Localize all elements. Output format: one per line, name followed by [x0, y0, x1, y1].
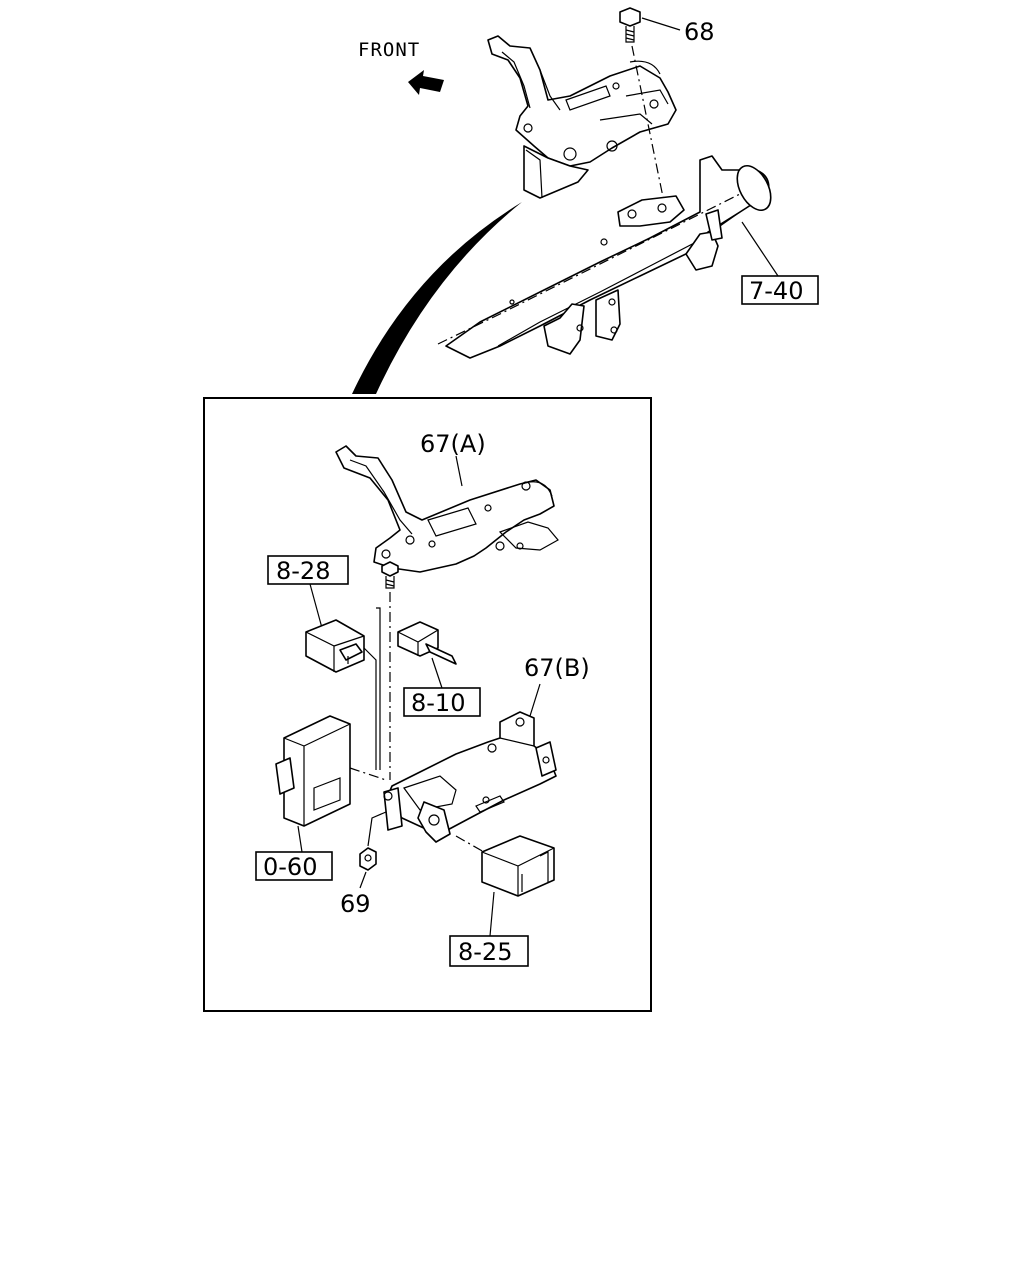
- bolt-alignment-line: [631, 45, 665, 203]
- nut-69: [359, 847, 377, 871]
- ref-box-8-28: [267, 555, 349, 585]
- detail-pointer: [352, 202, 522, 394]
- ref-box-7-40: [741, 275, 819, 305]
- leader-0-60: [297, 825, 303, 853]
- relay-8-25-alignment-line: [455, 835, 485, 853]
- module-0-60: [275, 715, 351, 827]
- leader-8-25: [489, 891, 495, 937]
- relay-wire: [363, 647, 377, 770]
- label-69: 69: [340, 890, 371, 918]
- ref-box-8-10: [403, 687, 481, 717]
- label-67a: 67(A): [420, 430, 486, 458]
- ref-box-8-25: [449, 935, 529, 967]
- cross-beam: [437, 155, 772, 359]
- nut-wire: [367, 811, 387, 847]
- leader-67b: [529, 683, 541, 717]
- bracket-67a: [335, 445, 559, 573]
- bracket-67b: [383, 711, 557, 843]
- bolt-68: [619, 7, 641, 43]
- label-8-25: 8-25: [458, 938, 512, 966]
- front-label: FRONT: [358, 39, 420, 61]
- leader-68: [641, 17, 681, 31]
- leader-8-28: [309, 583, 323, 629]
- module-alignment-line: [349, 767, 387, 781]
- connector-8-10: [397, 621, 457, 665]
- label-8-28: 8-28: [276, 557, 330, 585]
- label-68: 68: [684, 18, 715, 46]
- relay-8-25: [481, 835, 555, 897]
- screw: [381, 561, 399, 589]
- label-0-60: 0-60: [263, 853, 317, 881]
- label-7-40: 7-40: [749, 277, 803, 305]
- leader-8-10: [431, 657, 443, 689]
- upper-bracket-assembly: [487, 35, 677, 199]
- leader-7-40: [741, 221, 783, 283]
- ref-box-0-60: [255, 851, 333, 881]
- relay-8-28: [305, 619, 365, 673]
- label-67b: 67(B): [524, 654, 590, 682]
- harness-wire: [376, 607, 381, 770]
- label-8-10: 8-10: [411, 689, 465, 717]
- leader-69: [359, 871, 367, 889]
- leader-67a: [455, 455, 463, 487]
- detail-frame: [203, 397, 652, 1012]
- front-arrow-icon: [408, 70, 444, 95]
